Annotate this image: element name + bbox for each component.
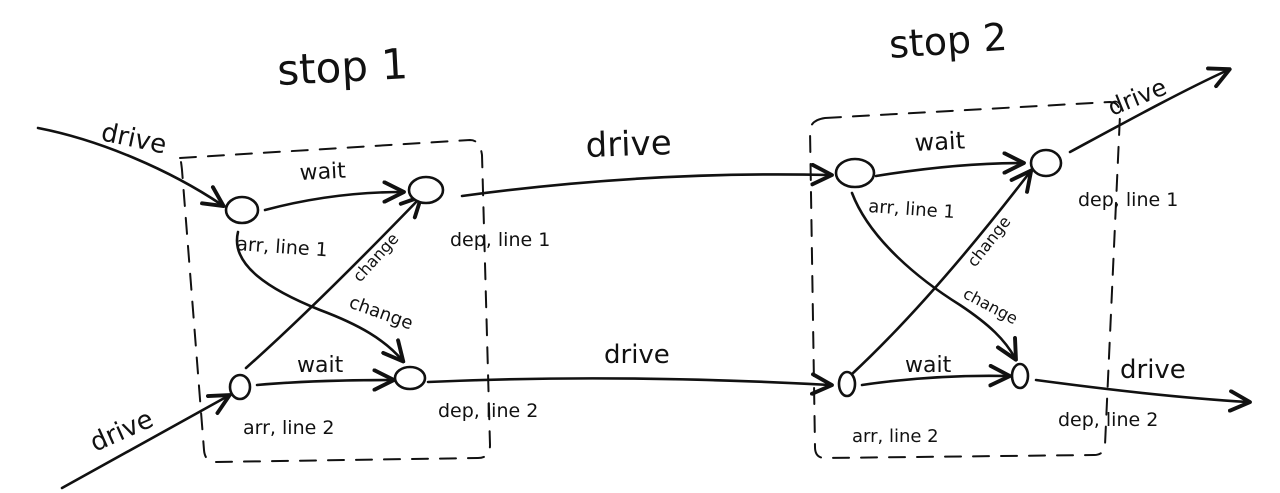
drive-out-line-2-label: drive	[1120, 355, 1186, 385]
dep-line-1-stop-2-node	[1029, 148, 1063, 178]
wait-line-1-stop-1-edge	[263, 180, 406, 212]
drive-out-line-1-edge	[1068, 66, 1232, 154]
change-1-to-2-stop-1-label: change	[346, 292, 415, 334]
drive-line-1-between-stops-label: drive	[585, 123, 672, 166]
arr-line-1-stop-2-node	[834, 157, 876, 189]
drive-line-2-between-stops-label: drive	[604, 340, 670, 370]
dep-line-1-stop-2-label: dep, line 1	[1078, 189, 1178, 211]
arr-line-2-stop-1-label: arr, line 2	[243, 417, 334, 439]
dep-line-2-stop-1-node	[393, 365, 427, 391]
stop-2-title: stop 2	[888, 15, 1009, 67]
wait-line-2-stop-1-edge	[255, 368, 396, 392]
dep-line-2-stop-1-label: dep, line 2	[438, 400, 538, 422]
change-2-to-1-stop-1-edge	[244, 194, 424, 370]
drive-in-line-2-label: drive	[86, 404, 158, 458]
arr-line-1-stop-1-label: arr, line 1	[236, 233, 329, 261]
stop-1-box	[178, 138, 492, 464]
drive-line-2-between-stops-edge	[426, 372, 834, 396]
dep-line-2-stop-2-node	[1010, 362, 1030, 390]
drive-in-line-1-label: drive	[99, 118, 170, 161]
dep-line-1-stop-1-node	[407, 175, 445, 205]
arr-line-1-stop-1-node	[224, 195, 260, 225]
drive-out-line-2-edge	[1034, 378, 1252, 413]
wait-line-1-stop-1-label: wait	[299, 159, 347, 186]
change-1-to-2-stop-2-edge	[850, 191, 1018, 362]
arr-line-2-stop-2-label: arr, line 2	[852, 426, 939, 447]
change-2-to-1-stop-1-label: change	[349, 229, 403, 285]
arr-line-2-stop-1-node	[228, 373, 252, 401]
dep-line-2-stop-2-label: dep, line 2	[1058, 409, 1158, 431]
change-2-to-1-stop-2-edge	[850, 168, 1034, 376]
wait-line-1-stop-2-edge	[874, 151, 1026, 178]
wait-line-1-stop-2-label: wait	[914, 126, 966, 157]
drive-in-line-1-edge	[36, 126, 226, 209]
arr-line-1-stop-2-label: arr, line 1	[868, 196, 956, 223]
wait-line-2-stop-1-label: wait	[297, 353, 344, 378]
wait-line-2-stop-2-edge	[860, 363, 1012, 388]
arr-line-2-stop-2-node	[837, 370, 857, 398]
change-2-to-1-stop-2-label: change	[963, 212, 1014, 270]
wait-line-2-stop-2-label: wait	[905, 353, 952, 378]
stop-1-title: stop 1	[276, 39, 409, 95]
drive-in-line-2-edge	[60, 393, 232, 490]
drive-out-line-1-label: drive	[1104, 73, 1171, 122]
dep-line-1-stop-1-label: dep, line 1	[450, 229, 550, 251]
drive-line-1-between-stops-edge	[460, 162, 834, 198]
change-1-to-2-stop-1-edge	[235, 230, 406, 364]
stop-2-box	[808, 100, 1122, 460]
change-1-to-2-stop-2-label: change	[960, 284, 1021, 328]
